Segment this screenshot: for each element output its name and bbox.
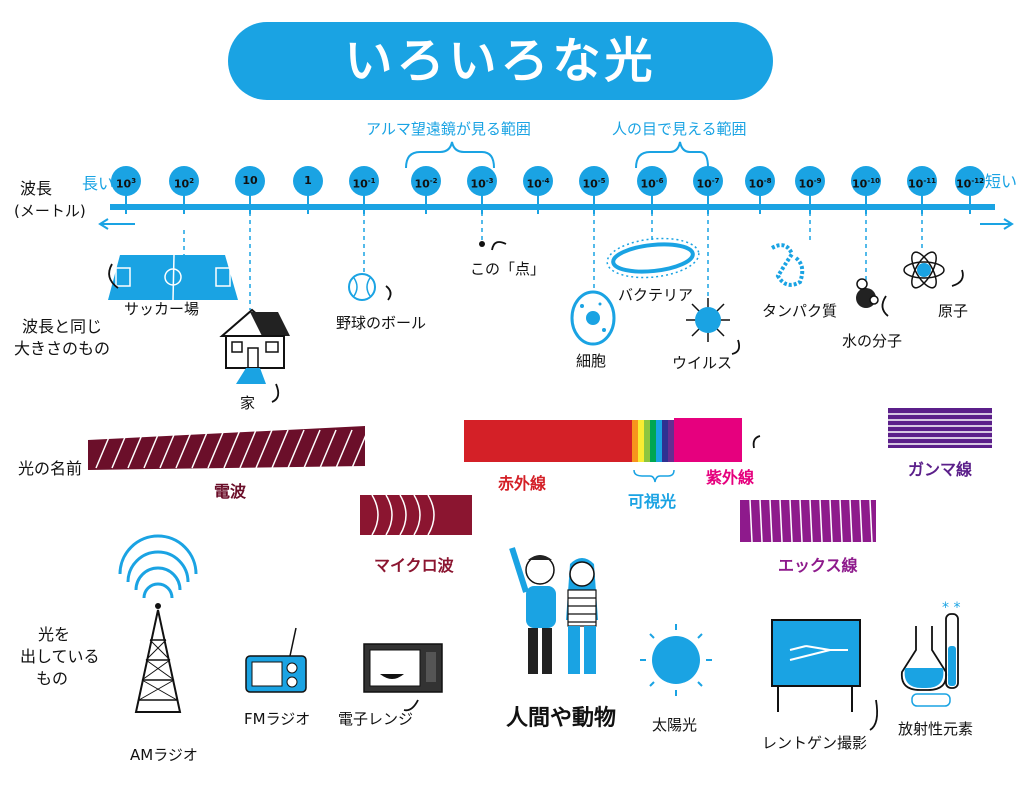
title-banner xyxy=(228,22,773,100)
protein-icon xyxy=(771,243,805,287)
am-radio-tower-icon xyxy=(118,534,198,713)
label-protein: タンパク質 xyxy=(762,302,838,320)
label-cell: 細胞 xyxy=(576,352,607,370)
label-radio-wave: 電波 xyxy=(214,482,247,501)
soccer-field-icon xyxy=(108,254,238,301)
dashed-connectors xyxy=(183,212,923,310)
axis-tick-label: 10-10 xyxy=(851,166,881,196)
axis-tick-label: 10-5 xyxy=(579,166,609,196)
visible-spectrum-band xyxy=(632,420,674,462)
label-atom: 原子 xyxy=(938,302,969,320)
axis-tick-label: 10-2 xyxy=(411,166,441,196)
label-dot: この「点」 xyxy=(470,260,546,278)
axis-long-label: 長い xyxy=(82,174,115,193)
label-gamma-ray: ガンマ線 xyxy=(908,460,973,479)
label-xray: エックス線 xyxy=(778,556,858,575)
house-icon xyxy=(219,308,290,384)
alma-range-brace xyxy=(405,141,495,169)
svg-text:* *: * * xyxy=(942,600,960,616)
row-label-size-2: 大きさのもの xyxy=(14,339,111,358)
row-label-source-1: 光を xyxy=(38,625,71,644)
row-label-size-1: 波長と同じ xyxy=(22,317,103,336)
label-fm-radio: FMラジオ xyxy=(244,710,311,728)
label-virus: ウイルス xyxy=(672,354,733,372)
row-label-name: 光の名前 xyxy=(18,459,83,478)
axis-label-wavelength: 波長 xyxy=(20,179,53,198)
baseball-icon xyxy=(348,273,376,301)
label-microwave-oven: 電子レンジ xyxy=(338,710,414,728)
radio-wave-band xyxy=(88,426,369,470)
axis-tick-label: 10-3 xyxy=(467,166,497,196)
ultraviolet-band xyxy=(674,418,742,462)
axis-tick-label: 10-7 xyxy=(693,166,723,196)
eye-range-label: 人の目で見える範囲 xyxy=(612,120,747,138)
label-humans: 人間や動物 xyxy=(506,706,617,731)
cell-icon xyxy=(570,290,616,346)
label-bacteria: バクテリア xyxy=(618,286,694,304)
water-molecule-icon xyxy=(856,278,879,308)
label-soccer-field: サッカー場 xyxy=(124,300,200,318)
axis-tick-label: 10-11 xyxy=(907,166,937,196)
axis-tick-label: 102 xyxy=(169,166,199,196)
label-microwave: マイクロ波 xyxy=(374,556,454,575)
label-am-radio: AMラジオ xyxy=(130,746,198,764)
label-xray-photo: レントゲン撮影 xyxy=(762,734,868,752)
eye-range-brace xyxy=(635,141,709,169)
fm-radio-icon xyxy=(245,627,307,693)
virus-icon xyxy=(686,298,730,342)
axis-label-unit: (メートル) xyxy=(14,202,86,220)
axis-tick-label: 103 xyxy=(111,166,141,196)
axis-tick-label: 10-6 xyxy=(637,166,667,196)
axis-tick-label: 10-8 xyxy=(745,166,775,196)
microwave-oven-icon xyxy=(363,643,443,693)
gamma-band xyxy=(888,408,992,448)
humans-icon xyxy=(509,547,598,674)
label-baseball: 野球のボール xyxy=(336,314,427,332)
axis-tick-label: 1 xyxy=(293,166,323,196)
bacteria-icon xyxy=(606,237,700,279)
axis-tick-label: 10-12 xyxy=(955,166,985,196)
page-title: いろいろな光 xyxy=(344,33,657,89)
axis-tick-label: 10-1 xyxy=(349,166,379,196)
axis-tick-label: 10-9 xyxy=(795,166,825,196)
dot-icon xyxy=(479,241,485,247)
microwave-band xyxy=(360,494,472,536)
label-ultraviolet: 紫外線 xyxy=(706,468,755,487)
axis-tick-label: 10 xyxy=(235,166,265,196)
atom-icon xyxy=(903,251,945,289)
infrared-band xyxy=(464,420,632,462)
radioactive-flask-icon: * * xyxy=(900,600,960,707)
label-water-molecule: 水の分子 xyxy=(842,332,903,350)
label-visible-light: 可視光 xyxy=(628,492,677,511)
label-sun: 太陽光 xyxy=(652,716,698,734)
axis-tick-label: 10-4 xyxy=(523,166,553,196)
xray-band xyxy=(740,499,876,543)
label-house: 家 xyxy=(240,394,256,412)
row-label-source-3: もの xyxy=(36,669,69,688)
label-radioactive: 放射性元素 xyxy=(898,720,974,738)
row-label-source-2: 出している xyxy=(20,647,100,666)
axis-short-label: 短い xyxy=(985,172,1018,191)
xray-screen-icon xyxy=(771,619,861,712)
label-infrared: 赤外線 xyxy=(498,474,547,493)
sun-icon xyxy=(640,624,712,696)
alma-range-label: アルマ望遠鏡が見る範囲 xyxy=(366,120,531,138)
